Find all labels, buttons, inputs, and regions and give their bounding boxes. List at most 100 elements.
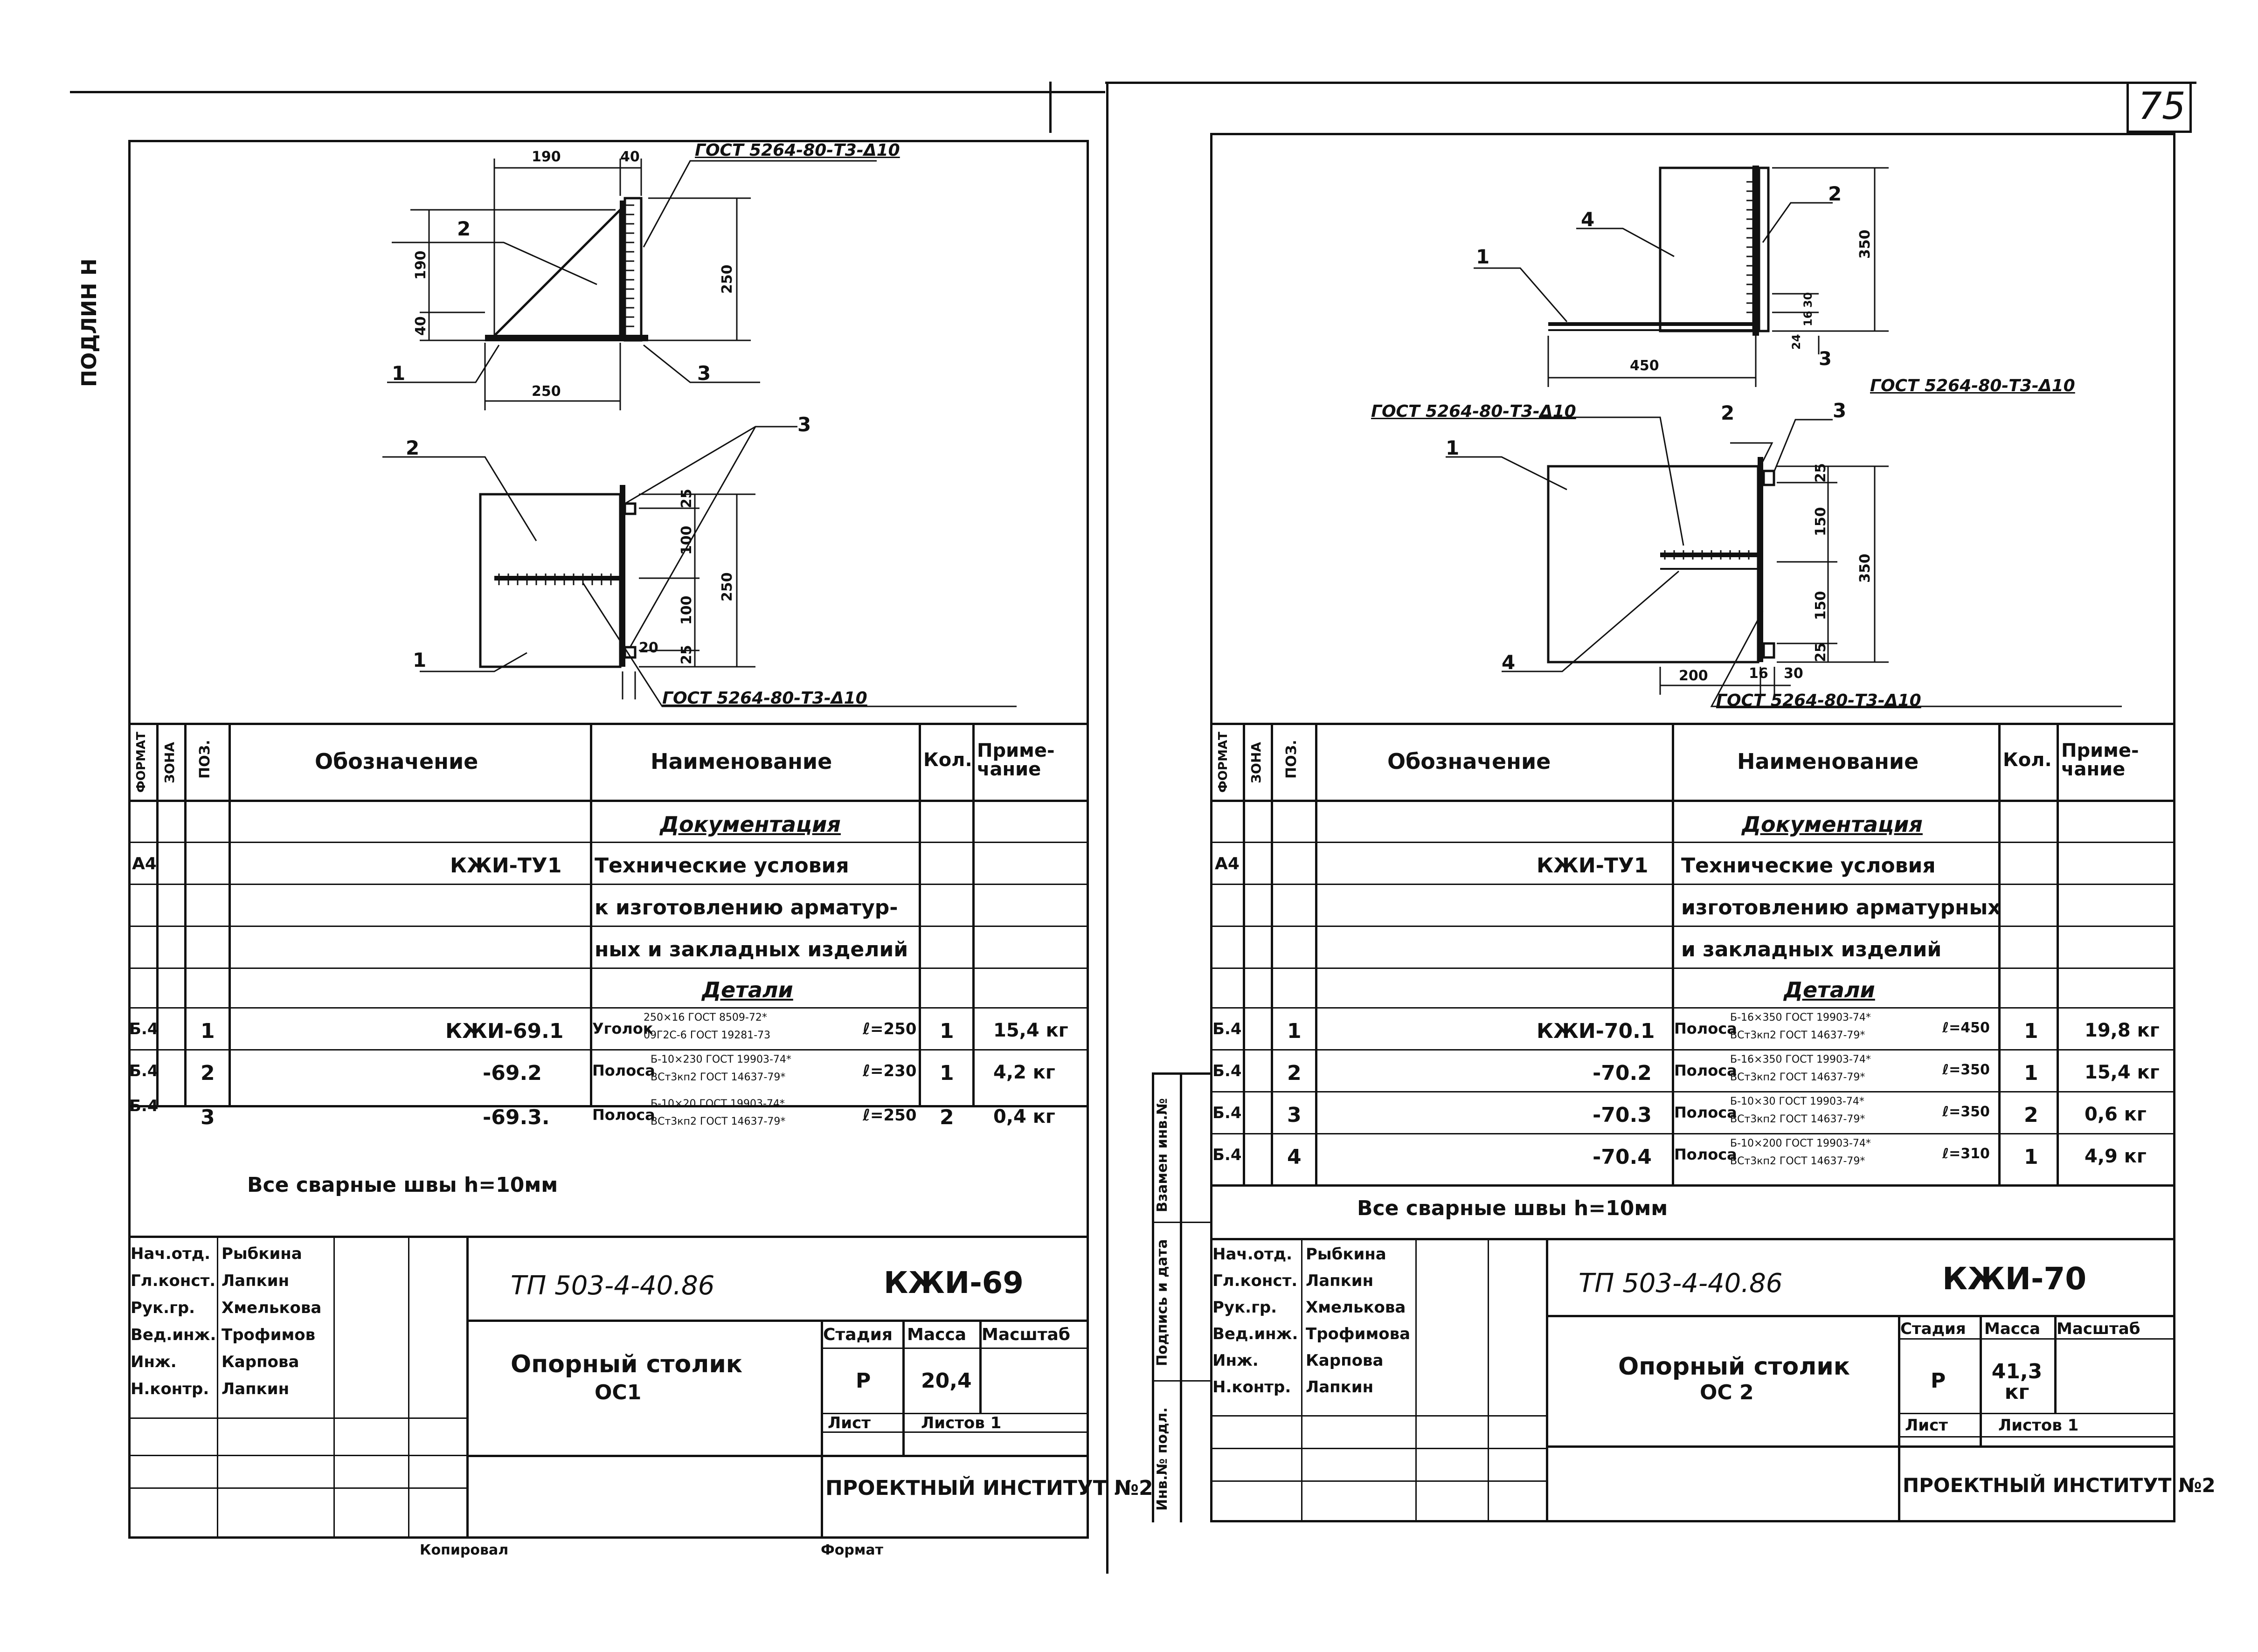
doc-row1-name: Технические условия xyxy=(595,854,849,878)
r-part3-spec1: Б-10×30 ГОСТ 19903-74* xyxy=(1730,1096,1864,1107)
staff-name-3: Трофимов xyxy=(222,1326,316,1344)
r-stage-label: Стадия xyxy=(1900,1320,1966,1338)
drawing-title: Опорный столик xyxy=(511,1350,743,1378)
left-sheet-frame xyxy=(128,140,1089,1539)
r-part4-format: Б.4 xyxy=(1212,1146,1242,1164)
hdr-note: Приме- чание xyxy=(977,740,1055,780)
r-part1-spec2: ВСт3кп2 ГОСТ 14637-79* xyxy=(1730,1030,1865,1041)
hdr-pos: ПОЗ. xyxy=(197,740,213,779)
left-part3-row: 3 -69.3. Полоса Б-10×20 ГОСТ 19903-74* В… xyxy=(128,1098,1089,1138)
r-part1-name: Полоса xyxy=(1674,1020,1737,1037)
r-callout-1-front: 1 xyxy=(1446,436,1460,459)
r-doc-row2-name: изготовлению арматурных xyxy=(1681,896,2001,919)
hdr-name: Наименование xyxy=(651,749,832,774)
r-project-code: ТП 503-4-40.86 xyxy=(1579,1268,1783,1299)
part2-name: Полоса xyxy=(592,1062,655,1079)
staff-role-4: Инж. xyxy=(131,1353,177,1371)
staff-role-3: Вед.инж. xyxy=(131,1326,216,1344)
part1-qty: 1 xyxy=(940,1019,954,1043)
r-part3-designation: -70.3 xyxy=(1593,1103,1652,1127)
staff-role-1: Гл.конст. xyxy=(131,1272,216,1290)
r-mass-label: Масса xyxy=(1984,1320,2041,1338)
sheet-label: Лист xyxy=(828,1414,871,1432)
staff-name-0: Рыбкина xyxy=(222,1244,302,1263)
r-dim-30-top: 30 xyxy=(1801,292,1815,308)
r-staff-role-1: Гл.конст. xyxy=(1212,1272,1298,1290)
r-dim-350-front: 350 xyxy=(1857,553,1873,583)
stage-value: Р xyxy=(856,1369,871,1393)
r-callout-2-front: 2 xyxy=(1721,401,1735,424)
dim-190-left: 190 xyxy=(413,250,429,280)
r-staff-role-2: Рук.гр. xyxy=(1212,1298,1277,1317)
r-part3-len: ℓ=350 xyxy=(1942,1104,1990,1120)
r-part1-pos: 1 xyxy=(1287,1019,1302,1043)
left-drawing-svg xyxy=(382,159,1017,707)
doc-row1-designation: КЖИ-ТУ1 xyxy=(450,854,562,878)
part1-note: 15,4 кг xyxy=(993,1020,1068,1041)
institute-name: ПРОЕКТНЫЙ ИНСТИТУТ №2 xyxy=(825,1476,1153,1500)
sheets-label: Листов 1 xyxy=(921,1414,1002,1432)
staff-name-4: Карпова xyxy=(222,1353,299,1371)
callout-1-front: 1 xyxy=(413,649,427,671)
r-part2-spec1: Б-16×350 ГОСТ 19903-74* xyxy=(1730,1054,1871,1065)
r-part1-qty: 1 xyxy=(2024,1019,2038,1043)
right-spec-table: ФОРМАТ ЗОНА ПОЗ. Обозначение Наименовани… xyxy=(1210,723,2175,1187)
staff-role-2: Рук.гр. xyxy=(131,1299,195,1317)
weld-spec-bottom: ГОСТ 5264-80-Т3-Δ10 xyxy=(662,689,867,708)
dim-40-left: 40 xyxy=(413,316,429,336)
r-hdr-format: ФОРМАТ xyxy=(1216,732,1230,793)
r-part1-format: Б.4 xyxy=(1212,1020,1242,1038)
corner-stamp-text: ПОДЛИН Н xyxy=(77,258,101,387)
r-doc-code: КЖИ-70 xyxy=(1942,1261,2087,1297)
r-weld-note: Все сварные швы h=10мм xyxy=(1357,1196,1668,1220)
r-part2-pos: 2 xyxy=(1287,1061,1302,1085)
r-part2-note: 15,4 кг xyxy=(2085,1062,2160,1083)
staff-role-0: Нач.отд. xyxy=(131,1244,211,1263)
r-doc-row3-name: и закладных изделий xyxy=(1681,938,1942,961)
r-institute-name: ПРОЕКТНЫЙ ИНСТИТУТ №2 xyxy=(1903,1474,2216,1497)
part1-designation: КЖИ-69.1 xyxy=(445,1019,564,1043)
doc-code: КЖИ-69 xyxy=(884,1266,1024,1300)
part3-spec2: ВСт3кп2 ГОСТ 14637-79* xyxy=(651,1116,786,1127)
part3-spec1: Б-10×20 ГОСТ 19903-74* xyxy=(651,1098,785,1110)
r-part4-name: Полоса xyxy=(1674,1146,1737,1163)
r-hdr-note: Приме- чание xyxy=(2061,740,2139,780)
r-part1-designation: КЖИ-70.1 xyxy=(1537,1019,1655,1043)
r-dim-30-front: 30 xyxy=(1784,665,1803,682)
r-section-parts: Детали xyxy=(1784,977,1875,1002)
r-staff-role-3: Вед.инж. xyxy=(1212,1325,1298,1343)
left-spec-table: ФОРМАТ ЗОНА ПОЗ. Обозначение Наименовани… xyxy=(128,723,1089,1142)
r-drawing-subtitle: ОС 2 xyxy=(1700,1381,1754,1404)
r-part4-pos: 4 xyxy=(1287,1145,1302,1169)
side-label-sign: Подпись и дата xyxy=(1154,1239,1171,1366)
sheet-number-box xyxy=(2126,82,2192,133)
left-title-block: Нач.отд. Рыбкина Гл.конст. Лапкин Рук.гр… xyxy=(128,1236,1153,1539)
r-dim-150-a: 150 xyxy=(1813,507,1829,536)
left-drawing-area: 190 40 190 40 250 250 ГОСТ 5264-80-Т3-Δ1… xyxy=(131,140,1087,723)
doc-row1-format: А4 xyxy=(132,854,157,873)
dim-100-a: 100 xyxy=(679,525,695,555)
r-part2-len: ℓ=350 xyxy=(1942,1062,1990,1078)
side-label-replace: Взамен инв.№ xyxy=(1154,1098,1171,1212)
r-part2-name: Полоса xyxy=(1674,1062,1737,1079)
footer-format: Формат xyxy=(821,1542,883,1558)
right-title-block: Нач.отд. Рыбкина Гл.конст. Лапкин Рук.гр… xyxy=(1210,1238,2216,1522)
r-dim-25-top: 25 xyxy=(1813,463,1829,483)
hdr-zone: ЗОНА xyxy=(162,742,177,783)
r-dim-150-b: 150 xyxy=(1813,591,1829,620)
r-callout-4-top: 4 xyxy=(1581,208,1595,231)
top-trim-line-right xyxy=(1105,82,2196,84)
r-staff-role-5: Н.контр. xyxy=(1212,1378,1291,1396)
r-part1-note: 19,8 кг xyxy=(2085,1020,2160,1041)
r-doc-row1-format: А4 xyxy=(1215,854,1240,873)
part3-note: 0,4 кг xyxy=(993,1106,1055,1127)
weld-spec-top: ГОСТ 5264-80-Т3-Δ10 xyxy=(695,141,900,160)
r-sheets-label: Листов 1 xyxy=(1998,1416,2079,1435)
r-staff-name-5: Лапкин xyxy=(1306,1378,1374,1396)
dim-25-top-front: 25 xyxy=(679,489,695,508)
stage-label: Стадия xyxy=(823,1325,893,1344)
callout-2-front: 2 xyxy=(406,436,420,459)
part1-len: ℓ=250 xyxy=(863,1020,917,1038)
r-part3-qty: 2 xyxy=(2024,1103,2038,1127)
r-scale-label: Масштаб xyxy=(2057,1320,2140,1338)
